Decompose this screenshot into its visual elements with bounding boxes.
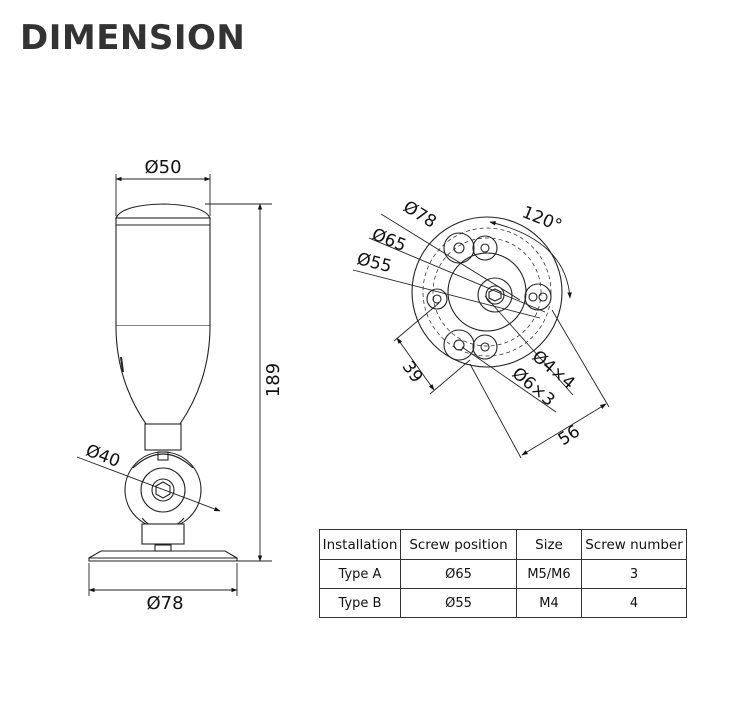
table-row: Type B Ø55 M4 4 — [319, 588, 687, 618]
dim-56: 56 — [555, 422, 584, 451]
side-view — [88, 203, 238, 562]
cell-size: M4 — [516, 588, 582, 618]
base-plate — [88, 550, 238, 562]
cell-installation: Type A — [319, 559, 401, 589]
pole — [141, 523, 185, 545]
hole-b-3 — [426, 288, 448, 310]
dim-bracket-diameter: Ø40 — [83, 441, 123, 472]
cell-installation: Type B — [319, 588, 401, 618]
header-screw-position: Screw position — [400, 529, 517, 560]
cell-screw-number: 4 — [581, 588, 687, 618]
hole-b-2 — [472, 334, 498, 360]
light-dome — [115, 203, 211, 219]
installation-table: Installation Screw position Size Screw n… — [319, 529, 687, 618]
hole-a-2 — [443, 329, 475, 361]
table-row: Type A Ø65 M5/M6 3 — [319, 559, 687, 589]
dim-top-diameter: Ø50 — [144, 157, 181, 178]
header-installation: Installation — [319, 529, 401, 560]
dim-outer-diameter: Ø78 — [400, 197, 440, 233]
cell-size: M5/M6 — [516, 559, 582, 589]
cell-screw-position: Ø55 — [400, 588, 517, 618]
cell-screw-number: 3 — [581, 559, 687, 589]
dim-height: 189 — [263, 363, 284, 397]
bracket-disc — [124, 451, 202, 529]
dim-39: 39 — [398, 358, 427, 387]
page-title: DIMENSION — [20, 18, 246, 58]
table-header-row: Installation Screw position Size Screw n… — [319, 529, 687, 560]
dim-base-diameter: Ø78 — [146, 593, 183, 614]
light-cylinder — [115, 217, 211, 327]
base-view — [411, 216, 563, 368]
tapered-body — [115, 325, 211, 425]
neck — [144, 423, 182, 451]
header-screw-number: Screw number — [581, 529, 687, 560]
header-size: Size — [516, 529, 582, 560]
cell-screw-position: Ø65 — [400, 559, 517, 589]
dim-diameter-55: Ø55 — [355, 249, 394, 277]
hole-a-1 — [443, 232, 475, 264]
dim-diameter-65: Ø65 — [369, 225, 409, 257]
